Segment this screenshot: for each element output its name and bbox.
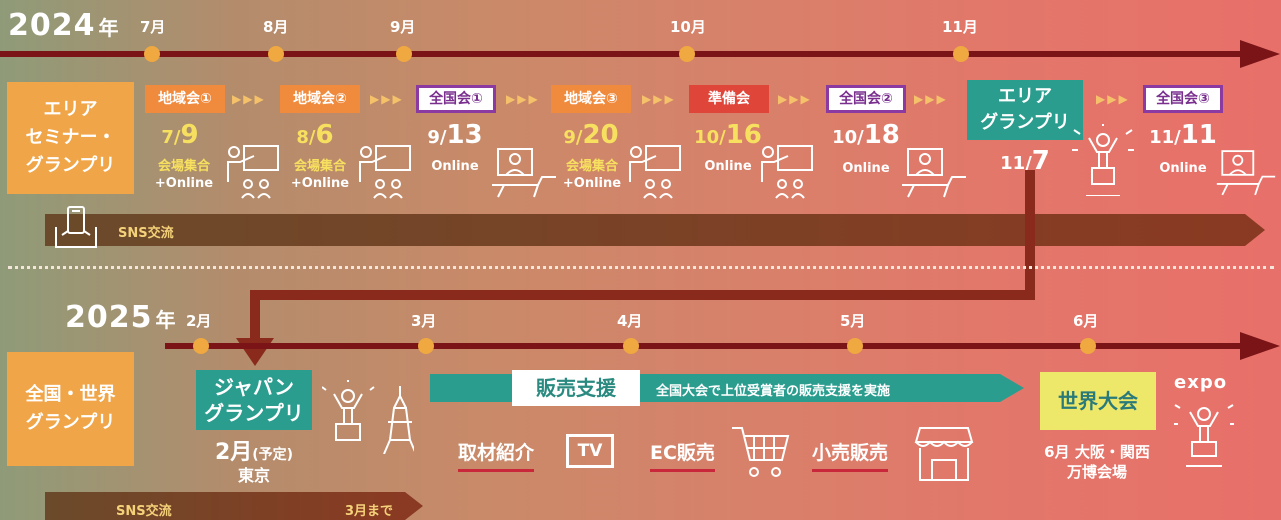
month-marker: [847, 338, 863, 354]
event-sub: Online: [431, 159, 479, 174]
sns-label: SNS交流: [118, 226, 174, 241]
month-marker: [623, 338, 639, 354]
event-sub: 会場集合+Online: [290, 159, 350, 191]
channel-retail: 小売販売: [812, 438, 889, 472]
sales-arrowhead: [1000, 374, 1024, 402]
seminar-icon: [224, 142, 282, 204]
month-marker: [1080, 338, 1096, 354]
smartphone-icon: [50, 205, 102, 255]
event-sub: Online: [704, 159, 752, 174]
sales-support-title: 販売支援: [512, 370, 640, 406]
band-arrowhead: [1245, 214, 1265, 246]
japan-date: 2月(予定): [214, 440, 294, 465]
online-icon: [1215, 145, 1277, 205]
month-label: 2月: [186, 312, 212, 330]
month-label: 3月: [411, 312, 437, 330]
event-tag: 地域会②: [280, 85, 360, 113]
month-marker: [268, 46, 284, 62]
sns-label: SNS交流: [116, 504, 172, 519]
timeline-connector: [250, 290, 260, 340]
timeline-connector: [1025, 170, 1035, 298]
event-tag: 地域会③: [551, 85, 631, 113]
timeline-axis-2024: [0, 51, 1245, 57]
event-date: 9/20: [563, 120, 619, 150]
event-tag: 準備会: [689, 85, 769, 113]
chevron-icon: ▶▶▶: [370, 92, 404, 106]
month-marker: [396, 46, 412, 62]
seminar-icon: [356, 142, 414, 204]
month-label: 7月: [140, 18, 166, 36]
event-date: 9/13: [427, 120, 483, 150]
month-marker: [953, 46, 969, 62]
chevron-icon: ▶▶▶: [1096, 92, 1130, 106]
event-tag: 地域会①: [145, 85, 225, 113]
online-icon: [900, 145, 968, 205]
area-seminar-label: エリア セミナー・ グランプリ: [7, 82, 134, 194]
sales-support-desc: 全国大会で上位受賞者の販売支援を実施: [656, 384, 891, 399]
month-label: 9月: [390, 18, 416, 36]
event-date: 7/9: [161, 120, 199, 150]
tv-icon: TV: [566, 434, 614, 468]
channel-media: 取材紹介: [458, 438, 535, 472]
month-label: 4月: [617, 312, 643, 330]
month-label: 6月: [1073, 312, 1099, 330]
timeline-axis-2025: [165, 343, 1245, 349]
month-label: 5月: [840, 312, 866, 330]
month-marker: [193, 338, 209, 354]
event-sub: Online: [1159, 161, 1207, 176]
sns-band-2025: [45, 492, 405, 520]
connector-arrowhead: [236, 338, 274, 366]
event-tag: 全国会③: [1143, 85, 1223, 113]
world-winner-icon: [1174, 400, 1234, 474]
winner-icon: [1072, 124, 1134, 200]
japan-place: 東京: [237, 466, 270, 485]
chevron-icon: ▶▶▶: [778, 92, 812, 106]
expo-logo: expo: [1174, 372, 1228, 393]
cart-icon: [730, 424, 790, 486]
band-arrowhead: [405, 492, 423, 520]
timeline-arrowhead: [1240, 40, 1280, 68]
sns-band-2024: [45, 214, 1245, 246]
sns-end-label: 3月まで: [345, 504, 394, 519]
event-sub: 会場集合+Online: [154, 159, 214, 191]
month-marker: [679, 46, 695, 62]
event-date: 11/11: [1149, 120, 1217, 150]
month-label: 11月: [942, 18, 978, 36]
chevron-icon: ▶▶▶: [232, 92, 266, 106]
event-date: 8/6: [296, 120, 334, 150]
area-grandprix-tag: エリアグランプリ: [967, 80, 1083, 140]
event-tag: 全国会①: [416, 85, 496, 113]
event-sub: 会場集合+Online: [562, 159, 622, 191]
seminar-icon: [626, 142, 684, 204]
online-icon: [490, 145, 558, 205]
world-tournament: 世界大会: [1040, 372, 1156, 430]
chevron-icon: ▶▶▶: [914, 92, 948, 106]
tokyo-winner-icon: [321, 380, 417, 458]
event-date: 10/16: [694, 120, 762, 150]
seminar-icon: [758, 142, 816, 204]
shop-icon: [914, 426, 974, 486]
timeline-connector: [250, 290, 1035, 300]
grandprix-date: 11/7: [1000, 146, 1050, 176]
national-world-label: 全国・世界 グランプリ: [7, 352, 134, 466]
month-marker: [144, 46, 160, 62]
month-marker: [418, 338, 434, 354]
chevron-icon: ▶▶▶: [642, 92, 676, 106]
japan-grandprix-tag: ジャパングランプリ: [196, 370, 312, 430]
row-divider: [8, 266, 1274, 269]
chevron-icon: ▶▶▶: [506, 92, 540, 106]
month-label: 8月: [263, 18, 289, 36]
month-label: 10月: [670, 18, 706, 36]
event-date: 10/18: [832, 120, 900, 150]
event-tag: 全国会②: [826, 85, 906, 113]
event-sub: Online: [842, 161, 890, 176]
timeline-arrowhead: [1240, 332, 1280, 360]
world-place: 6月 大阪・関西万博会場: [1044, 443, 1150, 481]
channel-ec: EC販売: [650, 438, 715, 472]
